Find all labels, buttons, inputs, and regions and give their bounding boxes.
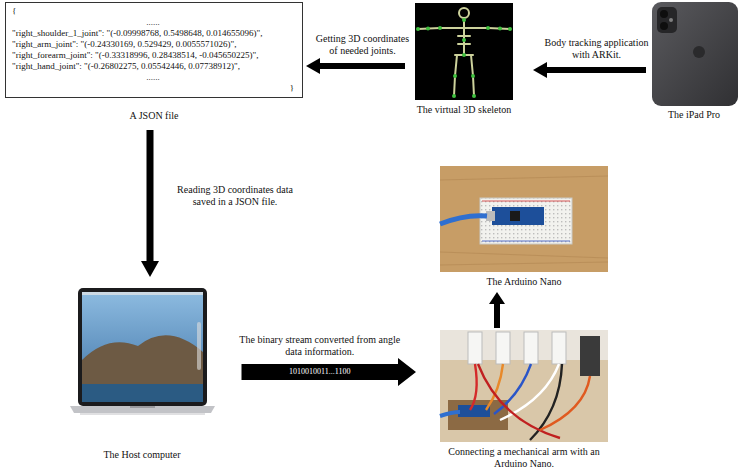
json-line: "right_arm_joint": "(-0.24330169, 0.5294… (12, 39, 294, 50)
picture-area (438, 166, 610, 272)
json-line: { (12, 6, 294, 17)
flow-arrow (141, 130, 159, 277)
json-line: } (12, 83, 294, 94)
arrow-label: Getting 3D coordinates of needed joints. (315, 33, 410, 57)
flow-arrow (489, 292, 505, 328)
flow-arrow (306, 58, 405, 74)
json-content-box: {......"right_shoulder_1_joint": "(-0.09… (5, 2, 303, 98)
picture-area (413, 3, 515, 100)
json-line: "right_hand_joint": "(-0.26802275, 0.055… (12, 61, 294, 72)
json-line: ...... (12, 72, 294, 83)
image-node: The virtual 3D skeleton (413, 3, 515, 116)
caption: The iPad Pro (667, 109, 721, 121)
arrow-label: Body tracking application with ARKit. (542, 37, 652, 61)
flow-arrow (533, 62, 646, 78)
arduino-photo (440, 166, 608, 272)
arrow-label: The binary stream converted from angle d… (235, 334, 405, 358)
image-node: The Host computer (73, 285, 212, 461)
caption: The Arduino Nano (486, 276, 562, 288)
image-node: The Arduino Nano (438, 166, 610, 288)
caption: Connecting a mechanical arm with an Ardu… (436, 446, 612, 470)
json-line: ...... (12, 17, 294, 28)
image-node: The iPad Pro (648, 2, 740, 121)
laptop-picture (70, 288, 215, 415)
caption: The virtual 3D skeleton (416, 104, 512, 116)
arrow-label: Reading 3D coordinates data saved in a J… (168, 184, 303, 208)
caption: A JSON file (5, 110, 303, 122)
picture-area (73, 285, 212, 445)
ipad-picture (652, 2, 738, 106)
flow-arrow (242, 358, 417, 386)
image-node: Connecting a mechanical arm with an Ardu… (434, 330, 614, 470)
caption: The Host computer (103, 449, 182, 461)
binary-stream-text: 1010010011...1100 (287, 367, 352, 377)
picture-area (434, 330, 614, 442)
json-line: "right_shoulder_1_joint": "(-0.09998768,… (12, 28, 294, 39)
mechanical-arm-photo (440, 330, 608, 442)
json-file-node: {......"right_shoulder_1_joint": "(-0.09… (5, 2, 303, 122)
json-line: "right_forearm_joint": "(-0.33318996, 0.… (12, 50, 294, 61)
skeleton-picture (415, 3, 513, 100)
picture-area (648, 2, 740, 105)
